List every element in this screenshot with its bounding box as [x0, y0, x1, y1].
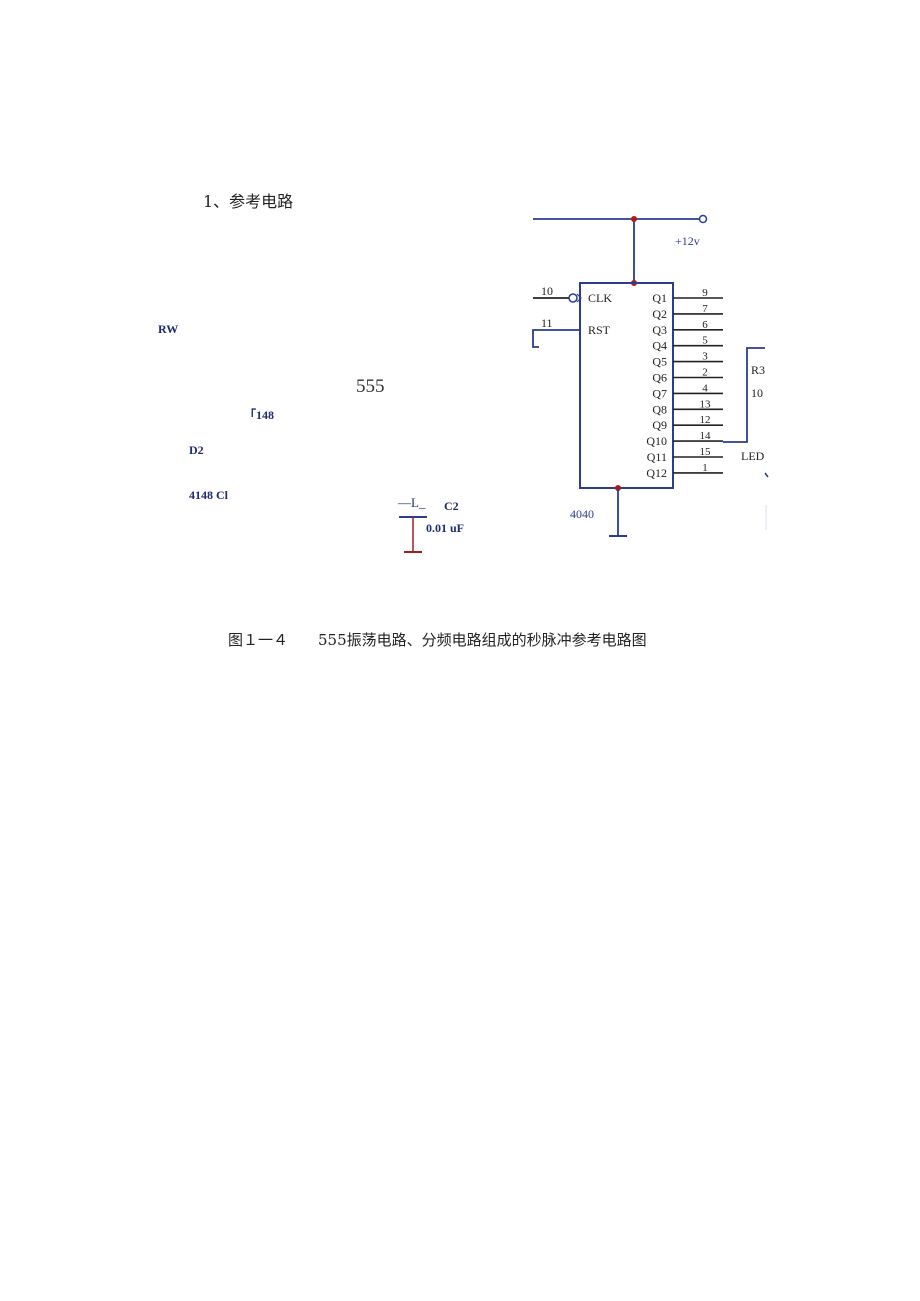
output-label: Q2	[652, 307, 667, 321]
d2-label: D2	[189, 443, 204, 457]
chip-name-label: 4040	[570, 507, 594, 521]
output-pin-number: 15	[700, 446, 712, 458]
output-pin-number: 6	[702, 319, 708, 331]
output-label: Q11	[647, 450, 667, 464]
output-label: Q3	[652, 323, 667, 337]
timer-555-label: 555	[356, 376, 385, 397]
output-pin-number: 4	[702, 382, 708, 394]
output-pin-number: 12	[700, 414, 711, 426]
output-label: Q10	[646, 434, 667, 448]
cap-symbol-label: —L_	[398, 495, 426, 510]
output-pin-number: 14	[700, 430, 712, 442]
output-label: Q6	[652, 371, 667, 385]
rst-pin-number: 11	[541, 316, 553, 330]
output-label: Q8	[652, 402, 667, 416]
output-label: Q1	[652, 291, 667, 305]
counter-4040-schematic: +12v 4040 10 CLK 11 RST Q1 9Q2 7Q3 6Q4 5Q5 3Q…	[532, 214, 769, 537]
c2-label: C2	[444, 499, 459, 513]
output-label: Q7	[652, 386, 667, 400]
output-label: Q9	[652, 418, 667, 432]
clk-pin-number: 10	[541, 284, 553, 298]
output-pin-number: 1	[702, 462, 708, 474]
c2-value-label: 0.01 uF	[426, 521, 465, 535]
diode-top-label: 「148	[244, 408, 275, 422]
supply-label: +12v	[675, 234, 700, 248]
section-heading: 1、参考电路	[203, 192, 294, 211]
output-label: Q12	[646, 466, 667, 480]
rst-label: RST	[588, 323, 611, 337]
r3-label: R3	[751, 363, 765, 377]
diode-bottom-label: 4148 Cl	[189, 488, 228, 502]
led-label: LED	[741, 449, 765, 463]
output-pin-number: 2	[702, 367, 708, 379]
output-pin-number: 3	[702, 351, 708, 363]
output-label: Q5	[652, 355, 667, 369]
r3-value-label: 10	[751, 386, 763, 400]
capacitor-c2-symbol	[399, 516, 427, 553]
output-pin-number: 5	[702, 335, 708, 347]
output-pin-number: 9	[702, 287, 708, 299]
figure-caption: 图１一４ 555振荡电路、分频电路组成的秒脉冲参考电路图	[228, 631, 647, 649]
output-pin-number: 7	[702, 303, 708, 315]
rw-label: RW	[158, 322, 179, 336]
output-pin-number: 13	[700, 398, 712, 410]
clk-label: CLK	[588, 291, 612, 305]
output-label: Q4	[652, 339, 667, 353]
